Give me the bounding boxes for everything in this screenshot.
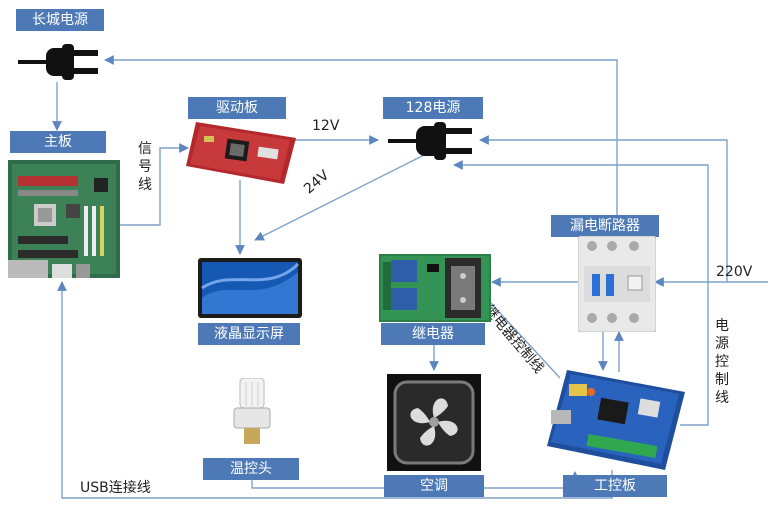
leakage-breaker-label: 漏电断路器: [551, 215, 659, 237]
voltage-220v-text: 220V: [716, 264, 753, 280]
power-128-plug-icon: [388, 118, 478, 164]
driver-board-image: [186, 122, 296, 184]
mainboard-label: 主板: [10, 131, 106, 153]
mainboard-image: [8, 160, 120, 278]
air-conditioner-label: 空调: [384, 475, 484, 497]
relay-label: 继电器: [381, 323, 485, 345]
leakage-breaker-image: [577, 235, 657, 333]
thermostat-head-label: 温控头: [203, 458, 299, 480]
great-wall-power-label: 长城电源: [16, 9, 104, 31]
voltage-12v-text: 12V: [312, 118, 340, 134]
driver-board-label: 驱动板: [188, 97, 286, 119]
usb-line-text: USB连接线: [80, 480, 151, 496]
signal-line-text: 信号线: [138, 141, 152, 193]
lcd-screen-label: 液晶显示屏: [198, 323, 300, 345]
control-board-label: 工控板: [563, 475, 667, 497]
lcd-screen-image: [198, 258, 302, 320]
control-board-image: [547, 370, 685, 470]
great-wall-plug-icon: [18, 40, 100, 84]
power-control-line-text: 电源控制线: [715, 318, 729, 406]
power-128-label: 128电源: [383, 97, 483, 119]
air-conditioner-fan-icon: [387, 374, 481, 471]
thermostat-head-image: [230, 377, 274, 448]
relay-board-image: [379, 254, 491, 322]
